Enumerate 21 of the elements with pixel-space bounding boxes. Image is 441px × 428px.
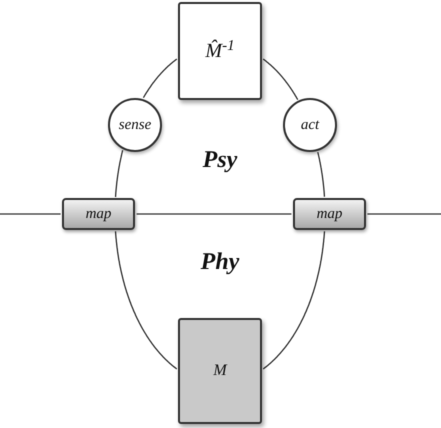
- connector-line: [317, 152, 326, 197]
- connector-line: [0, 213, 61, 215]
- connector-line: [262, 231, 326, 370]
- map-box: [293, 198, 366, 230]
- connector-line: [262, 58, 298, 100]
- node-label: sense: [118, 118, 152, 132]
- connector-line: [114, 150, 124, 198]
- model-box: [178, 2, 262, 100]
- node-label: map: [86, 206, 112, 222]
- connector-line: [142, 58, 178, 98]
- map-box: [62, 198, 135, 230]
- model-box: [178, 318, 262, 424]
- connector-line: [136, 213, 292, 215]
- region-label: Psy: [202, 148, 238, 172]
- node-label: act: [300, 118, 320, 132]
- connector-line: [114, 231, 178, 370]
- node-label: M: [213, 363, 227, 379]
- node-label: M̂$^{-1}$: [205, 41, 235, 61]
- region-label: Phy: [200, 250, 240, 274]
- node-label: map: [316, 206, 342, 222]
- connector-line: [367, 213, 441, 215]
